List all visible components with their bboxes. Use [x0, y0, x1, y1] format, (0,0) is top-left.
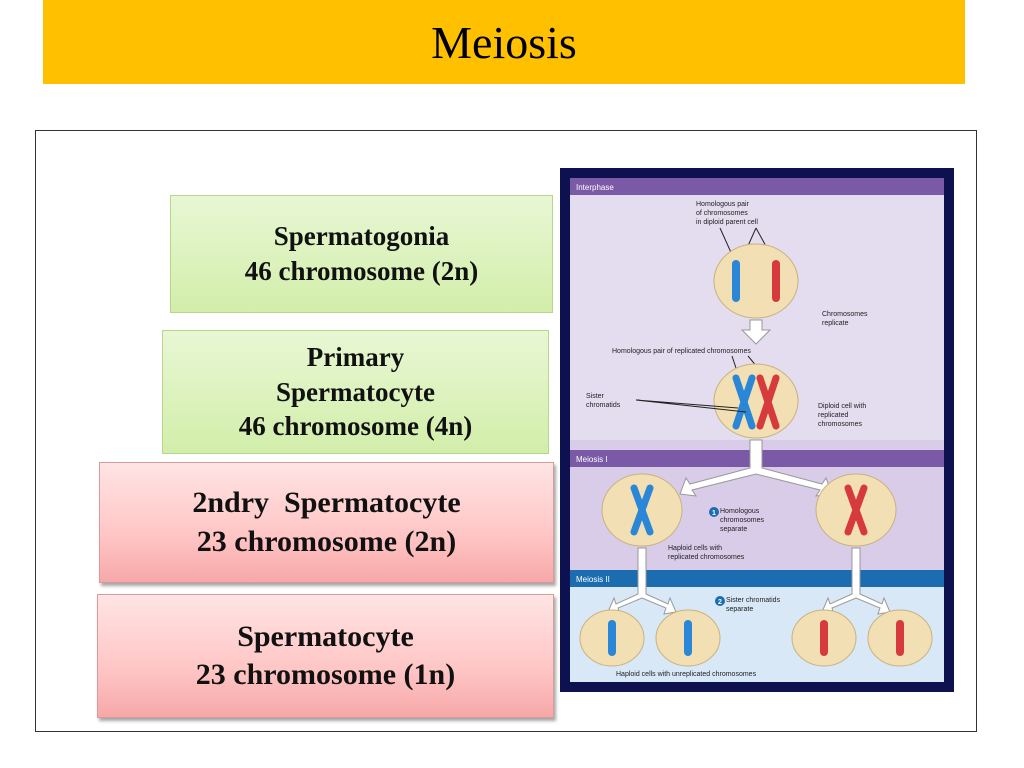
right-replicated-chromosome: [844, 484, 868, 536]
left-replicated-chromosome: [630, 484, 654, 536]
stage-count: 23 chromosome (1n): [195, 658, 456, 691]
step2-badge: [715, 596, 725, 606]
meiosis1-label: Meiosis I: [576, 455, 608, 464]
replicated-red-chromosome: [756, 374, 780, 430]
step1-badge: [709, 507, 719, 517]
stage-count: 46 chromosome (4n): [238, 411, 473, 442]
chromosomes-replicate-line1: Chromosomes: [822, 311, 868, 318]
sister-chromatids-pointer: [635, 399, 747, 413]
haploid-unreplicated-label: Haploid cells with unreplicated chromoso…: [616, 671, 757, 678]
step1-number: 1: [712, 510, 716, 517]
replicated-pair-label: Homologous pair of replicated chromosome…: [612, 348, 751, 355]
diploid-replicated-line3: chromosomes: [818, 421, 862, 428]
final-chromosome-3: [820, 620, 828, 656]
slide-title: Meiosis: [431, 16, 577, 68]
final-chromosome-1: [608, 620, 616, 656]
content-frame: [35, 130, 977, 732]
homologous-pair-line3: in diploid parent cell: [696, 219, 758, 226]
homologous-separate-line3: separate: [720, 526, 747, 533]
replicated-blue-chromosome: [732, 374, 756, 430]
chromosomes-replicate-line2: replicate: [822, 320, 849, 327]
stage-secondary-spermatocyte: 2ndry Spermatocyte 23 chromosome (2n): [99, 462, 554, 583]
homologous-separate-line2: chromosomes: [720, 517, 764, 524]
stage-name-line1: Primary: [306, 342, 405, 373]
sister-separate-line1: Sister chromatids: [726, 597, 781, 604]
interphase-band: [570, 178, 944, 195]
homologous-separate-line1: Homologous: [720, 508, 760, 515]
sister-chromatids-line2: chromatids: [586, 402, 621, 409]
homologous-pair-line2: of chromosomes: [696, 210, 748, 217]
stage-name-line2: Spermatocyte: [276, 376, 435, 407]
sister-separate-line2: separate: [726, 606, 753, 613]
interphase-label: Interphase: [576, 183, 614, 192]
homologous-pair-line1: Homologous pair: [696, 201, 750, 208]
stage-primary-spermatocyte: Primary Spermatocyte 46 chromosome (4n): [162, 330, 549, 454]
red-chromosome: [772, 260, 780, 302]
stage-count: 23 chromosome (2n): [196, 524, 457, 558]
blue-chromosome: [732, 260, 740, 302]
haploid-replicated-line1: Haploid cells with: [668, 545, 722, 552]
diploid-replicated-cell: [713, 363, 799, 439]
meiosis-diagram-panel: Interphase Meiosis I Meiosis II Homologo…: [560, 168, 954, 692]
meiosis2-split-arrow-left: [607, 547, 677, 615]
title-bar: Meiosis: [43, 0, 965, 84]
meiosis2-split-arrow-right: [821, 547, 891, 615]
stage-spermatocyte: Spermatocyte 23 chromosome (1n): [97, 594, 554, 718]
stage-count: 46 chromosome (2n): [244, 256, 479, 286]
diploid-replicated-line1: Diploid cell with: [818, 403, 866, 410]
meiosis-diagram: Interphase Meiosis I Meiosis II Homologo…: [560, 168, 954, 692]
diploid-replicated-line2: replicated: [818, 412, 848, 419]
stage-name: 2ndry Spermatocyte: [192, 486, 461, 520]
diploid-parent-cell: [713, 243, 799, 319]
sister-chromatids-line1: Sister: [586, 393, 605, 400]
stage-name: Spermatocyte: [237, 619, 414, 653]
final-chromosome-4: [896, 620, 904, 656]
final-chromosome-2: [684, 620, 692, 656]
replicate-arrow: [740, 319, 772, 345]
stage-name: Spermatogonia: [273, 221, 450, 252]
haploid-replicated-line2: replicated chromosomes: [668, 554, 745, 561]
meiosis2-band: [570, 570, 944, 587]
meiosis2-label: Meiosis II: [576, 575, 610, 584]
stage-spermatogonia: Spermatogonia 46 chromosome (2n): [170, 195, 553, 313]
meiosis1-split-arrow: [679, 439, 833, 497]
step2-number: 2: [718, 599, 722, 606]
